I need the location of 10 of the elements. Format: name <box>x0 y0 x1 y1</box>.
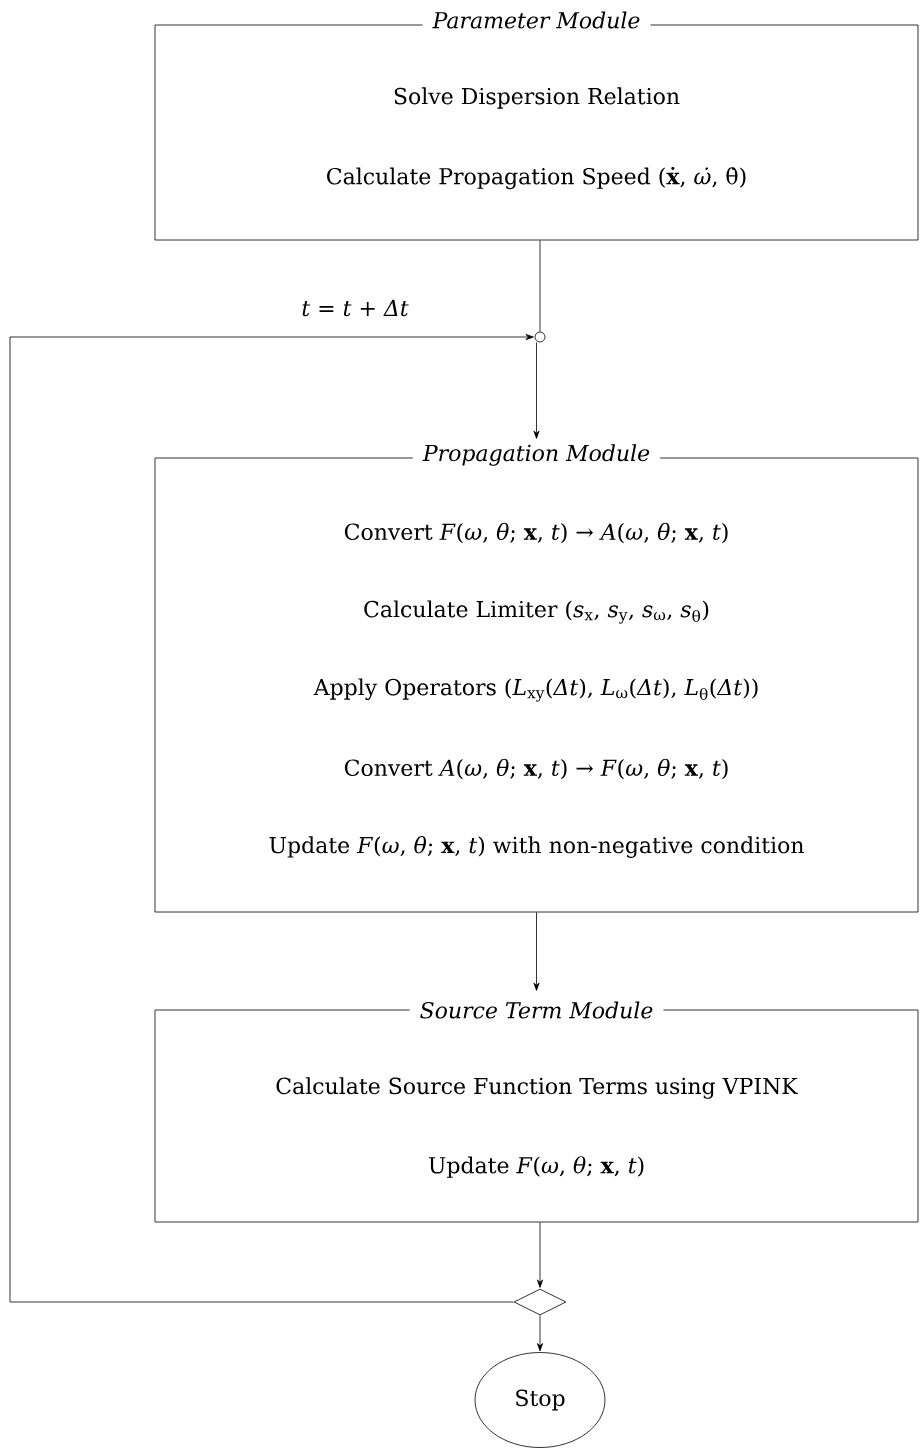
module-box: Propagation Module Convert F(ω, θ; x, t) → A(ω, θ; x, t) Calculate Limiter (s$_{x}$, s$_{y}$, s$_{ω}$, s$_{θ}$) Apply Operators (L$_{xy}$(Δt), L$_{ω}$(Δt), L$_{θ}$(Δt)) Convert A(ω, θ; x, t) → F(ω, θ; x, t) Update F(ω, θ; x, t) with non-negative condition <box>154 442 919 913</box>
edge-label: t = t + Δt <box>299 297 411 319</box>
module-box: Source Term Module Calculate Source Function Terms using VPINK Update F(ω, θ; x, t) <box>154 999 919 1223</box>
arrow <box>533 342 540 439</box>
module-box: Parameter Module Solve Dispersion Relation Calculate Propagation Speed (ẋ, ω̇, θ̇) <box>154 9 919 241</box>
arrow <box>9 334 534 1303</box>
arrow <box>533 912 540 991</box>
arrow <box>537 1222 543 1288</box>
arrow <box>537 1315 543 1352</box>
decision-diamond <box>513 1288 567 1316</box>
